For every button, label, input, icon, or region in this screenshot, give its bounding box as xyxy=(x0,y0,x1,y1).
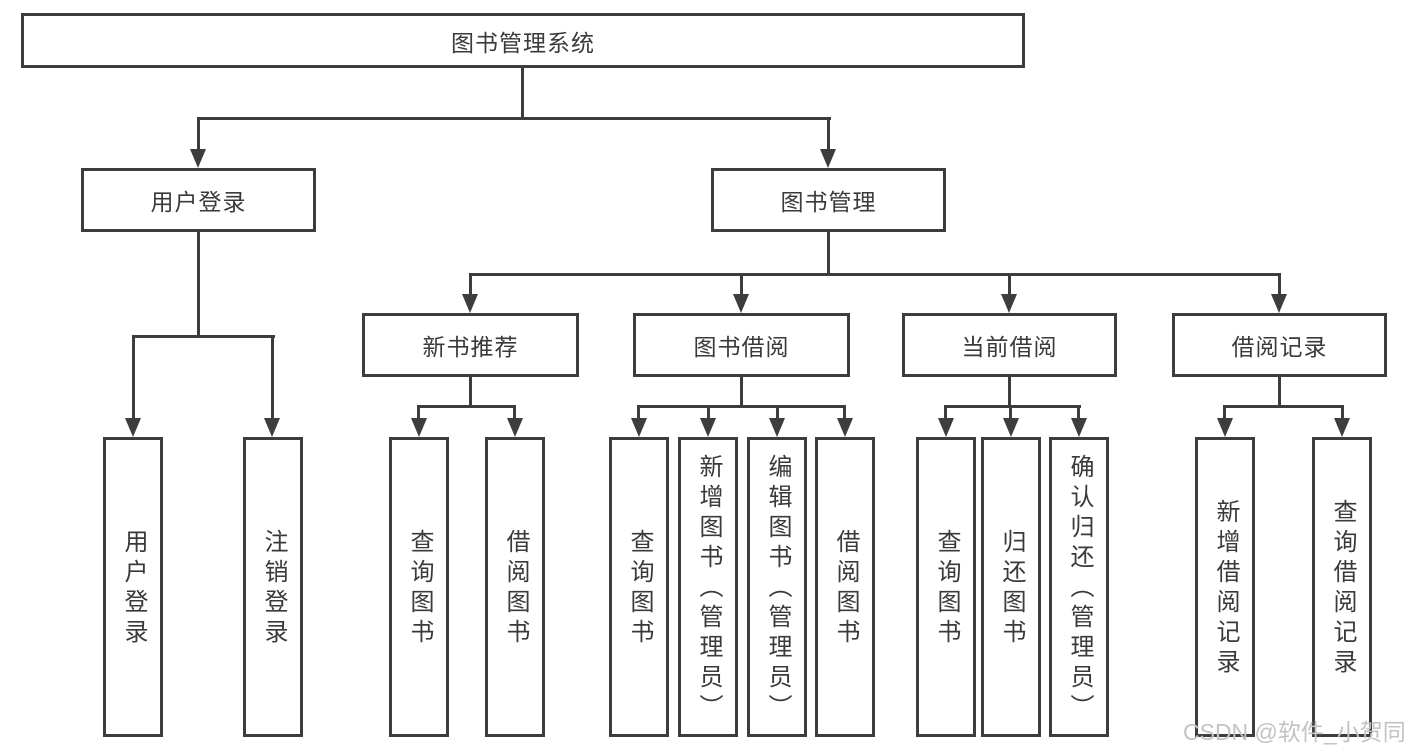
arrow-down-icon xyxy=(631,418,647,437)
connector-line xyxy=(637,405,640,420)
arrow-down-icon xyxy=(1071,418,1087,437)
leaf-add-book-admin: 新增图书（管理员） xyxy=(678,437,738,737)
connector-line xyxy=(707,405,710,420)
node-current-borrow: 当前借阅 xyxy=(902,313,1117,377)
arrow-down-icon xyxy=(769,418,785,437)
leaf-return-books: 归还图书 xyxy=(981,437,1041,737)
connector-line xyxy=(1223,405,1226,420)
connector-line xyxy=(513,405,516,420)
arrow-down-icon xyxy=(837,418,853,437)
node-new-book-recommend: 新书推荐 xyxy=(362,313,579,377)
connector-line xyxy=(637,405,846,408)
arrow-down-icon xyxy=(411,418,427,437)
node-book-borrow: 图书借阅 xyxy=(633,313,850,377)
connector-line xyxy=(469,273,1281,276)
connector-line xyxy=(827,232,830,276)
leaf-add-borrow-record: 新增借阅记录 xyxy=(1195,437,1255,737)
leaf-user-login: 用户登录 xyxy=(103,437,163,737)
connector-line xyxy=(944,405,1081,408)
connector-line xyxy=(1077,405,1080,420)
arrow-down-icon xyxy=(1217,418,1233,437)
arrow-down-icon xyxy=(462,294,478,313)
node-user-login-branch: 用户登录 xyxy=(81,168,316,232)
csdn-watermark: CSDN @软件_小贺同学 xyxy=(1183,719,1405,745)
leaf-query-books-borrow: 查询图书 xyxy=(609,437,669,737)
connector-line xyxy=(197,117,831,120)
connector-line xyxy=(1278,273,1281,297)
connector-line xyxy=(1341,405,1344,420)
connector-line xyxy=(132,335,135,420)
connector-line xyxy=(521,68,524,120)
node-book-management-branch: 图书管理 xyxy=(711,168,946,232)
leaf-borrow-books-recommend: 借阅图书 xyxy=(485,437,545,737)
connector-line xyxy=(469,273,472,297)
leaf-logout: 注销登录 xyxy=(243,437,303,737)
connector-line xyxy=(417,405,516,408)
node-borrow-records: 借阅记录 xyxy=(1172,313,1387,377)
connector-line xyxy=(132,335,275,338)
connector-line xyxy=(469,377,472,408)
arrow-down-icon xyxy=(1334,418,1350,437)
connector-line xyxy=(417,405,420,420)
leaf-borrow-books: 借阅图书 xyxy=(815,437,875,737)
leaf-query-books-recommend: 查询图书 xyxy=(389,437,449,737)
arrow-down-icon xyxy=(1271,294,1287,313)
leaf-confirm-return-admin: 确认归还（管理员） xyxy=(1049,437,1109,737)
connector-line xyxy=(740,377,743,408)
connector-line xyxy=(197,117,200,151)
connector-line xyxy=(776,405,779,420)
connector-line xyxy=(944,405,947,420)
connector-line xyxy=(843,405,846,420)
connector-line xyxy=(1009,405,1012,420)
connector-line xyxy=(1223,405,1344,408)
connector-line xyxy=(1008,273,1011,297)
arrow-down-icon xyxy=(507,418,523,437)
arrow-down-icon xyxy=(820,149,836,168)
arrow-down-icon xyxy=(1003,418,1019,437)
connector-line xyxy=(1008,377,1011,408)
connector-line xyxy=(197,232,200,338)
arrow-down-icon xyxy=(733,294,749,313)
node-book-management-system: 图书管理系统 xyxy=(21,13,1025,68)
arrow-down-icon xyxy=(700,418,716,437)
arrow-down-icon xyxy=(1001,294,1017,313)
connector-line xyxy=(1278,377,1281,408)
arrow-down-icon xyxy=(264,418,280,437)
arrow-down-icon xyxy=(938,418,954,437)
leaf-query-borrow-record: 查询借阅记录 xyxy=(1312,437,1372,737)
arrow-down-icon xyxy=(125,418,141,437)
connector-line xyxy=(827,117,830,151)
connector-line xyxy=(271,335,274,420)
leaf-query-books-current: 查询图书 xyxy=(916,437,976,737)
connector-line xyxy=(740,273,743,297)
leaf-edit-book-admin: 编辑图书（管理员） xyxy=(747,437,807,737)
arrow-down-icon xyxy=(190,149,206,168)
